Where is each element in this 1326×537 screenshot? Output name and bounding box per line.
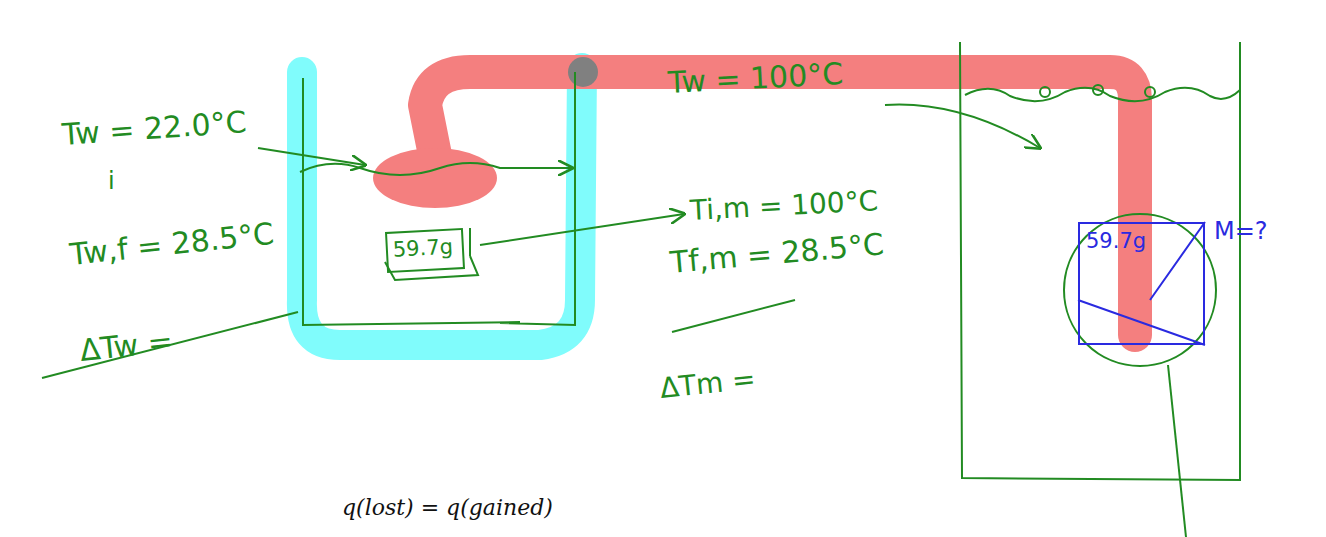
- water-line: [300, 163, 572, 175]
- annotation: Ti,m = 100°C: [689, 186, 879, 227]
- mass-label: 59.7g: [1086, 230, 1146, 253]
- leader-line: [42, 312, 298, 378]
- pointer-line: [1168, 365, 1186, 537]
- metal-cube: 59.7g: [1078, 222, 1205, 345]
- boiling-container: [960, 42, 1240, 480]
- circle-mark: [1064, 214, 1216, 366]
- annotation: Tw = 100°C: [667, 57, 844, 99]
- bubble: [1145, 87, 1155, 97]
- annotation: ΔTw =: [78, 324, 174, 367]
- bubble: [1040, 87, 1050, 97]
- transfer-path: [425, 72, 1135, 335]
- block-side: [385, 228, 478, 280]
- metal-block: 59.7g: [385, 228, 465, 273]
- cube-edge: [1078, 222, 1205, 345]
- overlap-dot: [568, 57, 598, 87]
- annotation: ΔTm =: [658, 364, 757, 405]
- bubble: [1093, 85, 1103, 95]
- annotation: Tw = 22.0°C: [61, 105, 248, 151]
- leader-line: [672, 300, 795, 332]
- leader-arrow: [258, 148, 365, 165]
- cup-outline: [303, 72, 575, 325]
- annotation: i: [108, 168, 115, 194]
- leader-arrow: [885, 105, 1040, 148]
- red-blob: [373, 148, 497, 208]
- equation: q(lost) = q(gained): [342, 496, 553, 520]
- mass-label: 59.7g: [392, 236, 453, 262]
- annotation: M=?: [1214, 218, 1268, 244]
- leader-arrow: [480, 214, 684, 245]
- annotation: Tw,f = 28.5°C: [68, 217, 275, 271]
- annotation: Tf,m = 28.5°C: [669, 227, 886, 279]
